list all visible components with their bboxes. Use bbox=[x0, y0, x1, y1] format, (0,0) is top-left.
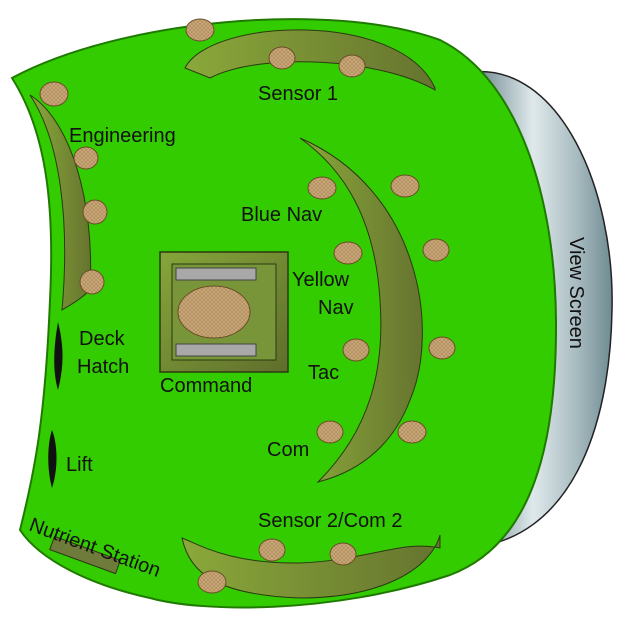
sensor2-console bbox=[181, 534, 441, 599]
label-sensor2-com2: Sensor 2/Com 2 bbox=[258, 510, 403, 532]
seat bbox=[333, 241, 363, 265]
label-deck-hatch-2: Hatch bbox=[77, 356, 129, 378]
label-sensor1: Sensor 1 bbox=[258, 83, 338, 105]
seat bbox=[307, 176, 337, 200]
label-blue-nav: Blue Nav bbox=[241, 204, 322, 226]
seat bbox=[197, 570, 227, 594]
command-station bbox=[159, 251, 289, 373]
deck-hatch bbox=[54, 322, 63, 390]
label-com: Com bbox=[267, 439, 309, 461]
engineering-console bbox=[29, 94, 92, 311]
seat bbox=[268, 46, 296, 70]
label-view-screen: View Screen bbox=[565, 237, 587, 349]
seat bbox=[338, 54, 366, 78]
seat bbox=[428, 336, 456, 360]
seat bbox=[329, 542, 357, 566]
seat bbox=[342, 338, 370, 362]
lift bbox=[48, 430, 57, 488]
nav-console bbox=[299, 137, 423, 483]
seat bbox=[258, 538, 286, 562]
seat bbox=[316, 420, 344, 444]
label-deck-hatch-1: Deck bbox=[79, 328, 126, 350]
seat bbox=[390, 174, 420, 198]
nutrient-station bbox=[49, 535, 121, 575]
seat bbox=[185, 18, 215, 42]
label-tac: Tac bbox=[308, 362, 339, 384]
label-engineering: Engineering bbox=[69, 125, 176, 147]
seat bbox=[82, 199, 108, 225]
label-lift: Lift bbox=[66, 454, 93, 476]
seat bbox=[73, 146, 99, 170]
seat bbox=[79, 269, 105, 295]
seats bbox=[39, 18, 456, 594]
label-yellow-nav-1: Yellow bbox=[292, 269, 350, 291]
seat bbox=[397, 420, 427, 444]
label-yellow-nav-2: Nav bbox=[318, 297, 354, 319]
label-command: Command bbox=[160, 375, 252, 397]
seat bbox=[39, 81, 69, 107]
seat bbox=[422, 238, 450, 262]
